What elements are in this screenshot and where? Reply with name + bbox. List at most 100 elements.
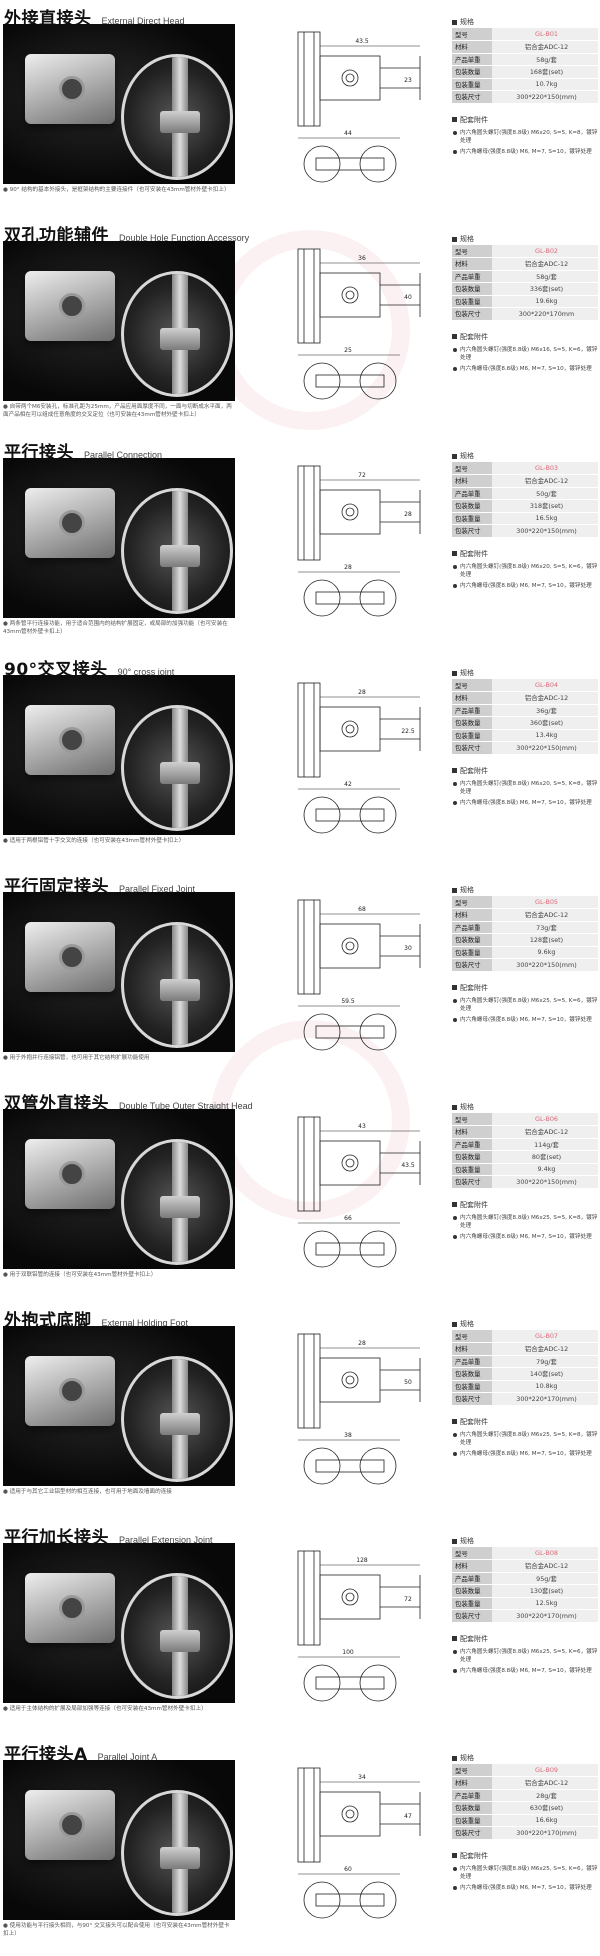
spec-value-material: 铝合金ADC-12 — [492, 691, 598, 705]
technical-drawing: 43 66 43.5 — [297, 1116, 421, 1268]
spec-label-weight: 产品单重 — [452, 487, 492, 500]
square-bullet-icon — [452, 1853, 457, 1858]
spec-value-pack-qty: 128套(set) — [492, 933, 598, 947]
spec-heading: 规格 — [452, 1752, 598, 1764]
spec-label-pack-size: 包装尺寸 — [452, 1175, 492, 1189]
square-bullet-icon — [452, 453, 457, 459]
spec-label-pack-size: 包装尺寸 — [452, 90, 492, 104]
bolt-hole — [341, 937, 359, 955]
spec-value-pack-qty: 630套(set) — [492, 1801, 598, 1815]
accessory-heading: 配套附件 — [452, 548, 598, 560]
tube-section-right — [359, 145, 397, 183]
dimension-label: 50 — [404, 1379, 412, 1386]
spec-label-model: 型号 — [452, 896, 492, 909]
list-item: 内六角螺母(强度8.8级) M6, M=7, S=10，镀锌处理 — [452, 1667, 598, 1675]
accessory-list: 内六角圆头螺钉(强度8.8级) M6x20, S=5, K=8，镀锌处理 内六角… — [452, 780, 598, 807]
tube-outline — [297, 248, 321, 344]
dimension-label: 28 — [404, 511, 412, 518]
accessory-list: 内六角圆头螺钉(强度8.8级) M6x25, S=5, K=8，镀锌处理 内六角… — [452, 1431, 598, 1458]
dimension-label: 36 — [358, 255, 366, 262]
square-bullet-icon — [452, 334, 457, 339]
technical-drawing: 128 100 72 — [297, 1550, 421, 1702]
spec-value-model: GL-B09 — [492, 1764, 598, 1777]
technical-drawing: 28 38 50 — [297, 1333, 421, 1485]
connector-body — [319, 923, 381, 969]
spec-label-pack-weight: 包装重量 — [452, 1163, 492, 1176]
table-row: 材料铝合金ADC-12 — [452, 474, 598, 488]
section-title: 90°交叉接头 90° cross joint — [4, 655, 174, 680]
square-bullet-icon — [452, 1321, 457, 1327]
product-section: 外抱式底脚 External Holding Foot ● 适用于与其它工业铝型… — [0, 1302, 600, 1518]
product-photo — [3, 458, 235, 618]
connector-body — [319, 1574, 381, 1620]
square-bullet-icon — [452, 1636, 457, 1641]
dimension-label: 30 — [404, 945, 412, 952]
spec-value-material: 铝合金ADC-12 — [492, 474, 598, 488]
product-photo — [3, 1109, 235, 1269]
dimension-label: 72 — [358, 472, 366, 479]
section-title: 双孔功能辅件 Double Hole Function Accessory — [4, 221, 250, 246]
spec-label-pack-weight: 包装重量 — [452, 295, 492, 308]
spec-label-model: 型号 — [452, 245, 492, 258]
spec-label-pack-weight: 包装重量 — [452, 78, 492, 91]
tube-section-right — [359, 579, 397, 617]
spec-value-pack-qty: 336套(set) — [492, 282, 598, 296]
spec-value-weight: 73g/套 — [492, 921, 598, 934]
list-item: 内六角螺母(强度8.8级) M6, M=7, S=10，镀锌处理 — [452, 148, 598, 156]
spec-value-weight: 50g/套 — [492, 487, 598, 500]
technical-drawing: 34 60 47 — [297, 1767, 421, 1919]
spec-value-pack-weight: 10.7kg — [492, 78, 598, 91]
list-item: 内六角圆头螺钉(强度8.8级) M6x20, S=5, K=8，镀锌处理 — [452, 780, 598, 796]
tube-outline — [297, 899, 321, 995]
spec-label-pack-qty: 包装数量 — [452, 1150, 492, 1164]
detail-zoom-image — [121, 1139, 233, 1265]
accessory-heading: 配套附件 — [452, 982, 598, 994]
tube-outline — [297, 1767, 321, 1863]
product-note: ● 90° 结构的基本外接头，是框架结构的主要连接件（也可安装在43mm管材外壁… — [3, 187, 230, 193]
product-section: 双管外直接头 Double Tube Outer Straight Head ●… — [0, 1085, 600, 1301]
tube-outline — [297, 1333, 321, 1429]
dimension-label: 47 — [404, 1813, 412, 1820]
connector-body — [319, 489, 381, 535]
product-photo — [3, 24, 235, 184]
spec-value-material: 铝合金ADC-12 — [492, 257, 598, 271]
tube-section-right — [359, 1447, 397, 1485]
connector-body — [319, 706, 381, 752]
square-bullet-icon — [452, 117, 457, 122]
accessory-heading: 配套附件 — [452, 1633, 598, 1645]
bolt-hole — [341, 69, 359, 87]
spec-label-pack-size: 包装尺寸 — [452, 1826, 492, 1840]
spec-heading: 规格 — [452, 1101, 598, 1113]
accessory-heading: 配套附件 — [452, 765, 598, 777]
dimension-label: 25 — [344, 347, 352, 354]
tube-section-right — [359, 1881, 397, 1919]
square-bullet-icon — [452, 887, 457, 893]
accessory-list: 内六角圆头螺钉(强度8.8级) M6x25, S=5, K=6，镀锌处理 内六角… — [452, 997, 598, 1024]
tube-section-left — [303, 579, 341, 617]
spec-label-pack-qty: 包装数量 — [452, 499, 492, 513]
spec-label-weight: 产品单重 — [452, 704, 492, 717]
product-section: 双孔功能辅件 Double Hole Function Accessory ● … — [0, 217, 600, 433]
dimension-label: 28 — [358, 1340, 366, 1347]
spec-value-weight: 79g/套 — [492, 1355, 598, 1368]
tube-section-left — [303, 145, 341, 183]
spec-label-material: 材料 — [452, 908, 492, 922]
title-en: Double Hole Function Accessory — [119, 233, 250, 243]
list-item: 内六角圆头螺钉(强度8.8级) M6x25, S=5, K=8，镀锌处理 — [452, 1214, 598, 1230]
